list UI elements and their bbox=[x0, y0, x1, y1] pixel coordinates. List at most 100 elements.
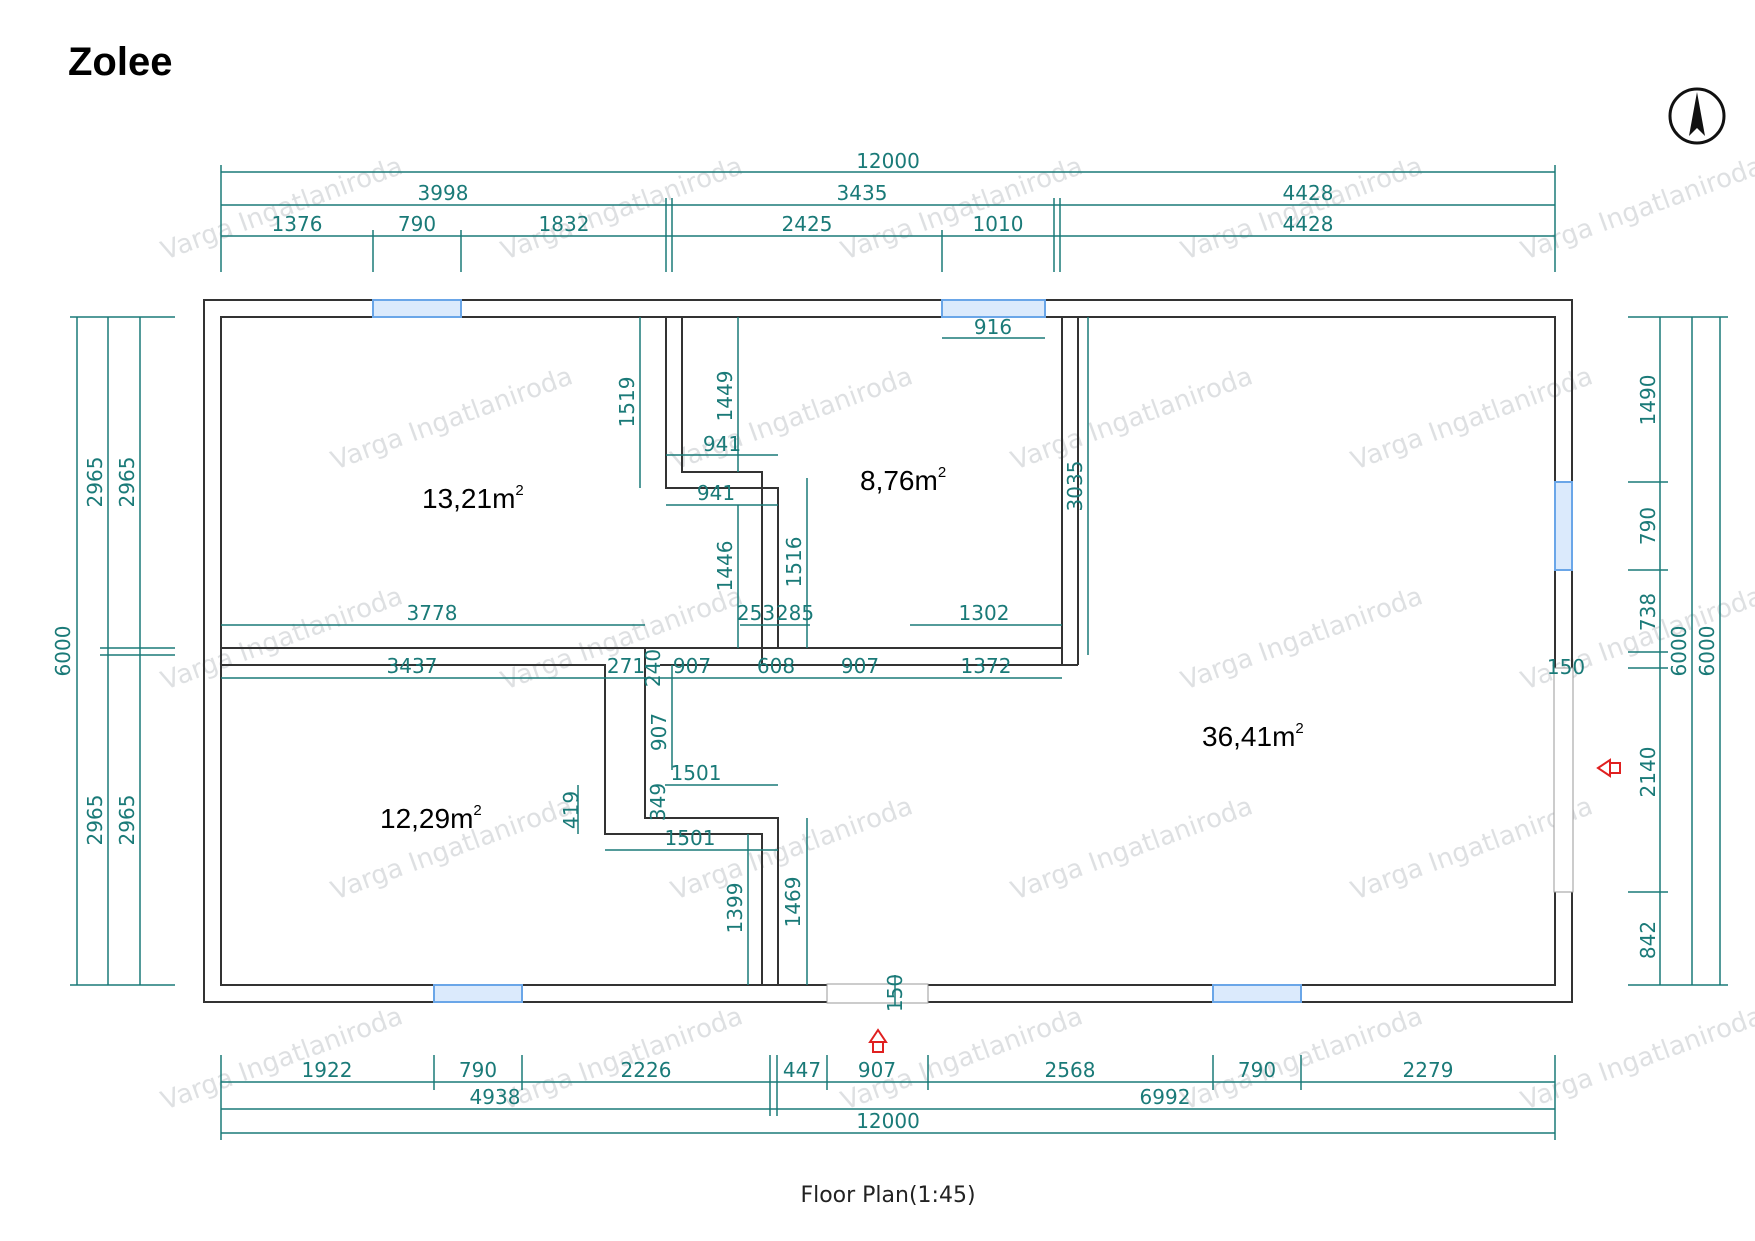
interior-dimensions: 916 1519 1449 941 941 3035 1446 1516 377… bbox=[387, 315, 1087, 1012]
dim-interior: 1399 bbox=[723, 883, 747, 934]
window-top-left bbox=[372, 299, 462, 318]
entrance-door-right bbox=[1553, 667, 1574, 893]
window-bottom-right bbox=[1212, 984, 1302, 1003]
plan-title: Zolee bbox=[68, 40, 173, 84]
dim-interior: 941 bbox=[697, 481, 735, 505]
dim-interior: 253 bbox=[737, 601, 775, 625]
north-arrow-icon bbox=[1668, 87, 1726, 145]
watermark-text: Varga Ingatlaniroda bbox=[157, 151, 407, 266]
dim-interior: 907 bbox=[841, 654, 879, 678]
dim-interior: 1469 bbox=[781, 877, 805, 928]
window-bottom-left bbox=[433, 984, 523, 1003]
dim-interior: 1372 bbox=[961, 654, 1012, 678]
watermark-text: Varga Ingatlaniroda bbox=[1177, 1001, 1427, 1116]
dim-interior: 941 bbox=[703, 432, 741, 456]
entrance-marker-icon bbox=[868, 1028, 888, 1053]
dim-interior: 1516 bbox=[782, 537, 806, 588]
dim-total-bottom: 12000 bbox=[856, 1109, 920, 1133]
dim-bottom-row1: 2226 bbox=[621, 1058, 672, 1082]
watermark-text: Varga Ingatlaniroda bbox=[497, 151, 747, 266]
dim-top-row3: 1376 bbox=[272, 212, 323, 236]
dim-interior: 1519 bbox=[615, 377, 639, 428]
dim-top-row3: 1832 bbox=[539, 212, 590, 236]
dim-total-left: 6000 bbox=[51, 626, 75, 677]
dim-right-segment: 150 bbox=[1547, 655, 1585, 679]
dim-interior: 1302 bbox=[959, 601, 1010, 625]
dim-interior: 271 bbox=[607, 654, 645, 678]
door-openings bbox=[826, 667, 1574, 1004]
dim-top-row2: 3998 bbox=[418, 181, 469, 205]
dim-interior: 3778 bbox=[407, 601, 458, 625]
dim-bottom-row2: 4938 bbox=[470, 1085, 521, 1109]
room-area-label: 12,29m2 bbox=[380, 802, 482, 834]
top-dimensions: 12000 3998 3435 4428 1376 790 1832 2425 … bbox=[272, 149, 1334, 236]
dim-interior: 907 bbox=[673, 654, 711, 678]
dim-left-upper: 2965 bbox=[115, 457, 139, 508]
dim-interior: 1501 bbox=[671, 761, 722, 785]
dim-total-right: 6000 bbox=[1695, 626, 1719, 677]
entrance-door-bottom bbox=[826, 983, 929, 1004]
dim-interior: 3437 bbox=[387, 654, 438, 678]
watermark-text: Varga Ingatlaniroda bbox=[1177, 581, 1427, 696]
dim-bottom-row1: 790 bbox=[1238, 1058, 1276, 1082]
dim-top-row3: 4428 bbox=[1283, 212, 1334, 236]
dim-interior: 150 bbox=[883, 974, 907, 1012]
watermark-text: Varga Ingatlaniroda bbox=[667, 361, 917, 476]
watermark-text: Varga Ingatlaniroda bbox=[1007, 361, 1257, 476]
dim-right-segment: 1490 bbox=[1636, 375, 1660, 426]
dim-interior: 240 bbox=[641, 649, 665, 687]
dim-interior: 1449 bbox=[713, 371, 737, 422]
windows bbox=[372, 299, 1573, 1003]
dim-bottom-row1: 2279 bbox=[1403, 1058, 1454, 1082]
room-area-label: 8,76m2 bbox=[860, 464, 946, 496]
watermark-text: Varga Ingatlaniroda bbox=[327, 361, 577, 476]
dim-bottom-row1: 1922 bbox=[302, 1058, 353, 1082]
dim-top-row3: 1010 bbox=[973, 212, 1024, 236]
watermark-text: Varga Ingatlaniroda bbox=[497, 581, 747, 696]
dim-interior: 1446 bbox=[713, 541, 737, 592]
dim-top-row2: 3435 bbox=[837, 181, 888, 205]
dim-right-segment: 842 bbox=[1636, 921, 1660, 959]
dim-interior: 349 bbox=[646, 783, 670, 821]
room-area-label: 36,41m2 bbox=[1202, 720, 1304, 752]
dim-right-segment: 2140 bbox=[1636, 747, 1660, 798]
dim-right-segment: 790 bbox=[1636, 507, 1660, 545]
watermark-text: Varga Ingatlaniroda bbox=[157, 581, 407, 696]
dim-interior: 285 bbox=[776, 601, 814, 625]
dim-top-row2: 4428 bbox=[1283, 181, 1334, 205]
watermark-text: Varga Ingatlaniroda bbox=[1347, 361, 1597, 476]
left-dimensions: 6000 2965 2965 2965 2965 bbox=[51, 457, 139, 846]
dim-interior: 419 bbox=[559, 791, 583, 829]
dim-bottom-row1: 2568 bbox=[1045, 1058, 1096, 1082]
dim-bottom-row1: 447 bbox=[783, 1058, 821, 1082]
watermark-text: Varga Ingatlaniroda bbox=[1517, 1001, 1755, 1116]
dim-left-lower: 2965 bbox=[115, 795, 139, 846]
watermark-text: Varga Ingatlaniroda bbox=[1007, 791, 1257, 906]
room-area-label: 13,21m2 bbox=[422, 482, 524, 514]
dim-left-upper: 2965 bbox=[83, 457, 107, 508]
room-areas: 13,21m2 8,76m2 36,41m2 12,29m2 bbox=[380, 464, 1304, 834]
watermark-text: Varga Ingatlaniroda bbox=[157, 1001, 407, 1116]
dim-interior: 916 bbox=[974, 315, 1012, 339]
window-top-mid bbox=[941, 299, 1046, 318]
dimension-lines bbox=[70, 165, 1728, 1140]
dim-interior: 3035 bbox=[1063, 461, 1087, 512]
watermark-text: Varga Ingatlaniroda bbox=[1177, 151, 1427, 266]
dim-bottom-row1: 907 bbox=[858, 1058, 896, 1082]
entrance-marker-icon bbox=[1596, 758, 1621, 778]
dim-interior: 907 bbox=[647, 713, 671, 751]
dim-total-right: 6000 bbox=[1667, 626, 1691, 677]
bottom-dimensions: 1922 790 2226 447 907 2568 790 2279 4938… bbox=[302, 1058, 1454, 1133]
dim-interior: 608 bbox=[757, 654, 795, 678]
watermark-layer: Varga Ingatlaniroda Varga Ingatlaniroda … bbox=[157, 151, 1755, 1116]
dim-top-row3: 2425 bbox=[782, 212, 833, 236]
plan-caption: Floor Plan(1:45) bbox=[800, 1183, 975, 1208]
window-right bbox=[1554, 481, 1573, 571]
dim-bottom-row1: 790 bbox=[459, 1058, 497, 1082]
dim-left-lower: 2965 bbox=[83, 795, 107, 846]
dim-interior: 1501 bbox=[665, 826, 716, 850]
dim-bottom-row2: 6992 bbox=[1140, 1085, 1191, 1109]
dim-top-row3: 790 bbox=[398, 212, 436, 236]
dim-right-segment: 738 bbox=[1636, 593, 1660, 631]
